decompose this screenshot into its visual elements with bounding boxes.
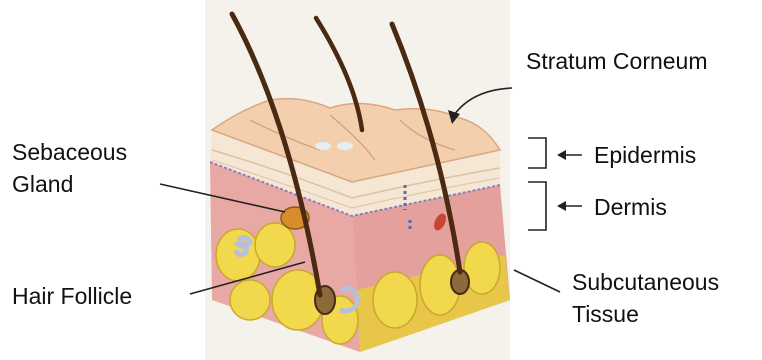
- label-subcutaneous-line2: Tissue: [572, 300, 639, 328]
- epidermis-bracket: [528, 138, 546, 168]
- subcutaneous-pointer: [514, 270, 560, 292]
- label-subcutaneous-line1: Subcutaneous: [572, 268, 719, 296]
- sweat-gland-coil: [236, 237, 250, 254]
- label-sebaceous-line1: Sebaceous: [12, 138, 127, 166]
- label-epidermis: Epidermis: [594, 141, 696, 169]
- dermis-bracket: [528, 182, 546, 230]
- label-hair-follicle: Hair Follicle: [12, 282, 132, 310]
- label-sebaceous-line2: Gland: [12, 170, 73, 198]
- label-stratum-corneum: Stratum Corneum: [526, 47, 708, 75]
- label-dermis: Dermis: [594, 193, 667, 221]
